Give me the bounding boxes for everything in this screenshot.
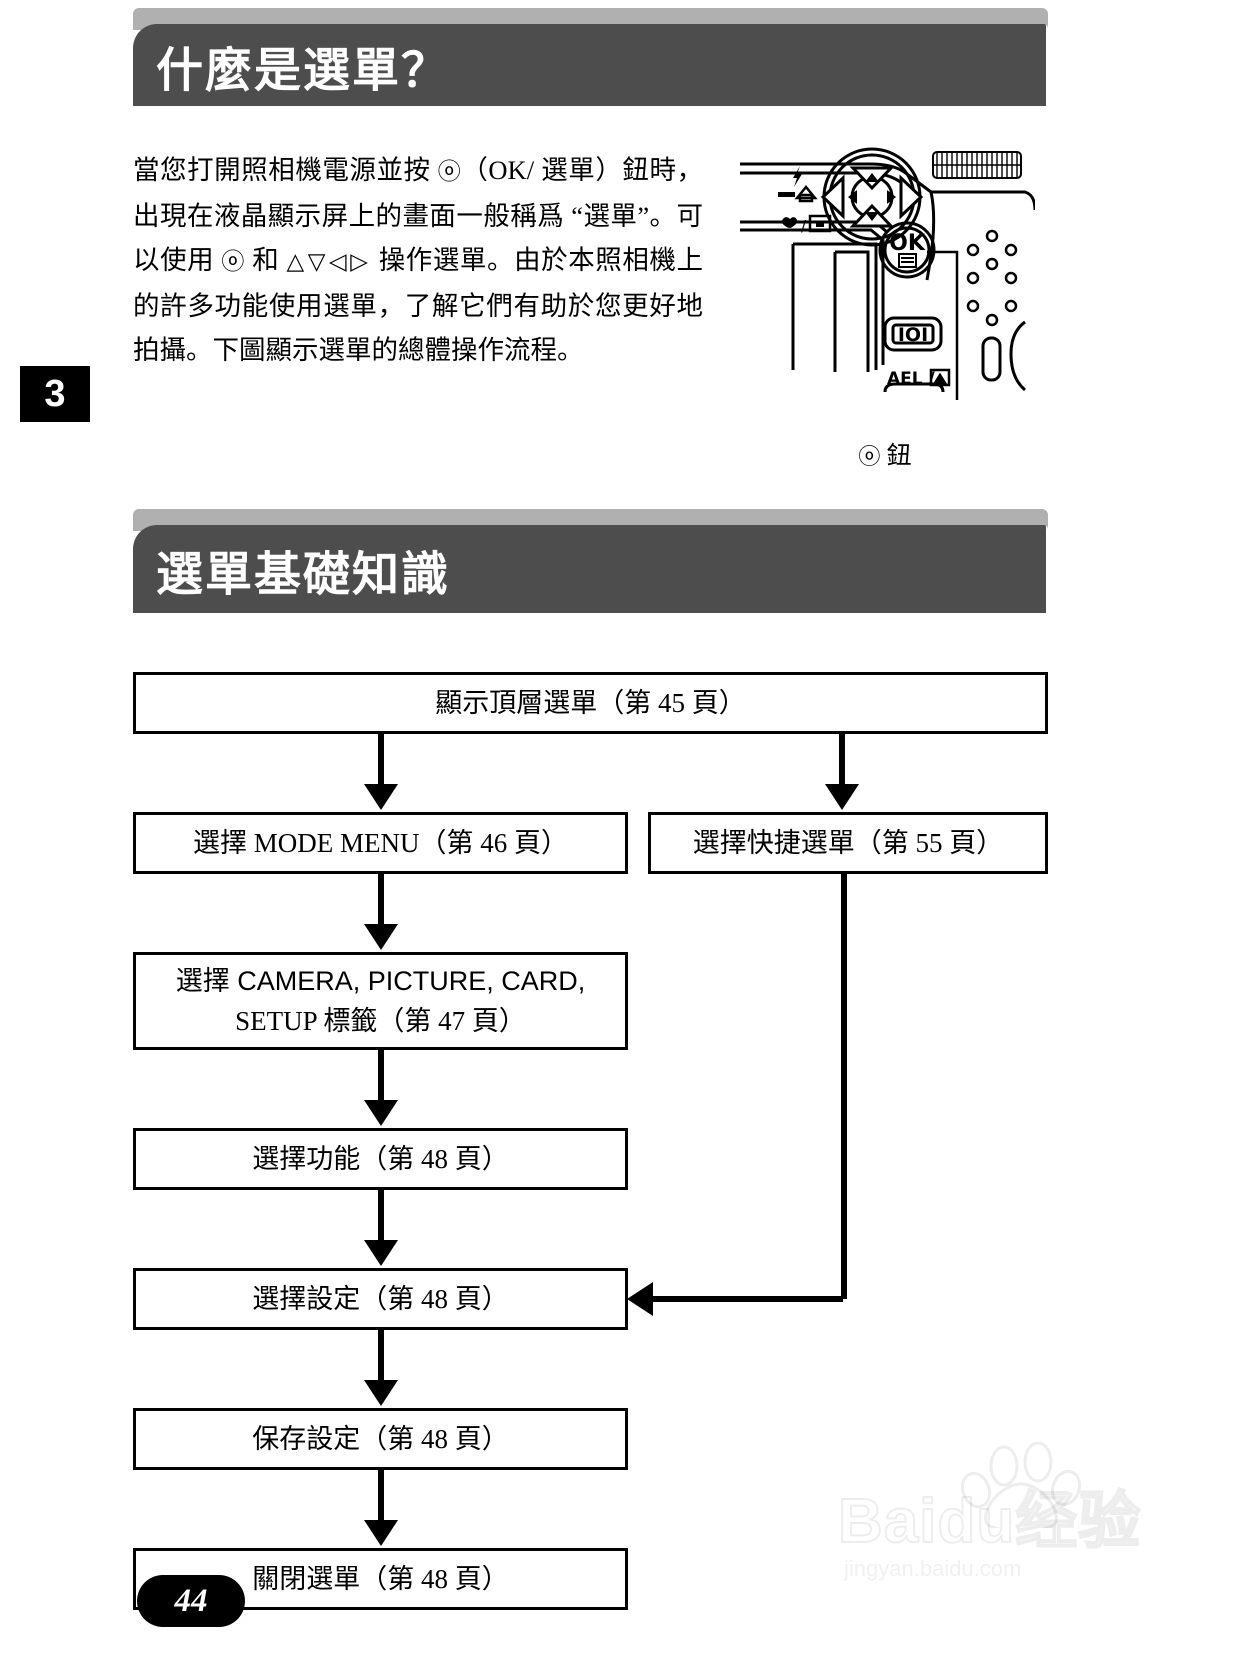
flow-box-label: 保存設定（第 48 頁） — [252, 1424, 509, 1454]
camera-caption-text: 鈕 — [880, 443, 912, 470]
svg-text:AEL /: AEL / — [887, 369, 936, 389]
flow-connector — [841, 874, 847, 1299]
camera-back-diagram: / OK IOI AEL / — [740, 147, 1037, 428]
svg-text:IOI: IOI — [898, 324, 928, 346]
page-number-badge: 44 — [137, 1575, 245, 1627]
flow-box-label: 選擇快捷選單（第 55 頁） — [692, 828, 1004, 858]
flow-connector — [378, 734, 384, 790]
flow-arrowhead — [627, 1282, 653, 1316]
flow-box-label-line2: SETUP 標籤（第 47 頁） — [235, 1006, 526, 1036]
chapter-tab: 3 — [20, 366, 90, 422]
camera-illustration: / OK IOI AEL / — [735, 140, 1037, 428]
svg-text:/: / — [801, 217, 807, 235]
menu-flowchart: 顯示頂層選單（第 45 頁） 選擇 MODE MENU（第 46 頁） 選擇快捷… — [133, 672, 1048, 1610]
flow-arrowhead — [364, 1240, 398, 1266]
flow-connector — [378, 1190, 384, 1246]
flow-box-label: 顯示頂層選單（第 45 頁） — [435, 688, 746, 718]
camera-figure-caption: ⓞ 鈕 — [735, 436, 1035, 472]
flow-arrowhead — [364, 1520, 398, 1546]
ok-button-icon: ⓞ — [858, 445, 881, 470]
section-title-text: 什麼是選單？ — [156, 43, 450, 99]
flow-connector — [653, 1296, 843, 1302]
flow-arrowhead — [364, 924, 398, 950]
flow-box-label: 選擇 MODE MENU（第 46 頁） — [193, 828, 568, 858]
watermark-url: jingyan.baidu.com — [844, 1556, 1022, 1581]
flow-box-mode-menu: 選擇 MODE MENU（第 46 頁） — [133, 812, 628, 874]
flow-box-top-menu: 顯示頂層選單（第 45 頁） — [133, 672, 1048, 734]
flow-box-select-setting: 選擇設定（第 48 頁） — [133, 1268, 628, 1330]
heading-bar: 什麼是選單？ — [133, 24, 1048, 108]
flow-box-save-setting: 保存設定（第 48 頁） — [133, 1408, 628, 1470]
svg-text:OK: OK — [889, 231, 926, 256]
watermark-brand: Baidu经验 — [837, 1486, 1142, 1557]
intro-text-part4: 操作選單。由於本照相機上的許多功能使用選單，了解它們有助於您更好地拍攝。下圖顯示… — [133, 245, 704, 365]
intro-paragraph: 當您打開照相機電源並按 ⓞ（OK/ 選單）鈕時，出現在液晶顯示屏上的畫面一般稱爲… — [133, 148, 703, 372]
flow-box-label: 選擇功能（第 48 頁） — [252, 1144, 509, 1174]
flow-arrowhead — [825, 784, 859, 810]
flow-connector — [378, 874, 384, 930]
page-number: 44 — [174, 1582, 208, 1619]
flow-connector — [378, 1330, 384, 1386]
chapter-tab-number: 3 — [44, 372, 66, 415]
flow-box-label: 選擇設定（第 48 頁） — [252, 1284, 509, 1314]
intro-text-part2: （OK/ 選單）鈕時，出現在液晶顯示屏上的畫面一般稱爲 “選單”。可以使用 — [133, 155, 704, 275]
flow-connector — [839, 734, 845, 790]
ok-button-icon: ⓞ — [221, 249, 245, 275]
ok-button-icon: ⓞ — [437, 159, 462, 185]
flow-box-select-function: 選擇功能（第 48 頁） — [133, 1128, 628, 1190]
flow-box-label-line1: 選擇 CAMERA, PICTURE, CARD, — [175, 966, 586, 996]
flow-connector — [378, 1470, 384, 1526]
flow-arrowhead — [364, 1380, 398, 1406]
flow-box-shortcut-menu: 選擇快捷選單（第 55 頁） — [648, 812, 1048, 874]
flow-connector — [378, 1050, 384, 1106]
flow-box-label: 關閉選單（第 48 頁） — [252, 1564, 509, 1594]
intro-text-part3: 和 — [245, 245, 287, 275]
section-title-text: 選單基礎知識 — [156, 547, 450, 603]
intro-text-part1: 當您打開照相機電源並按 — [133, 155, 438, 185]
flow-arrowhead — [364, 1100, 398, 1126]
arrow-pad-icons: △▽◁▷ — [286, 249, 372, 275]
heading-bar: 選單基礎知識 — [133, 525, 1048, 615]
flow-arrowhead — [364, 784, 398, 810]
flow-box-select-tabs: 選擇 CAMERA, PICTURE, CARD, SETUP 標籤（第 47 … — [133, 952, 628, 1050]
